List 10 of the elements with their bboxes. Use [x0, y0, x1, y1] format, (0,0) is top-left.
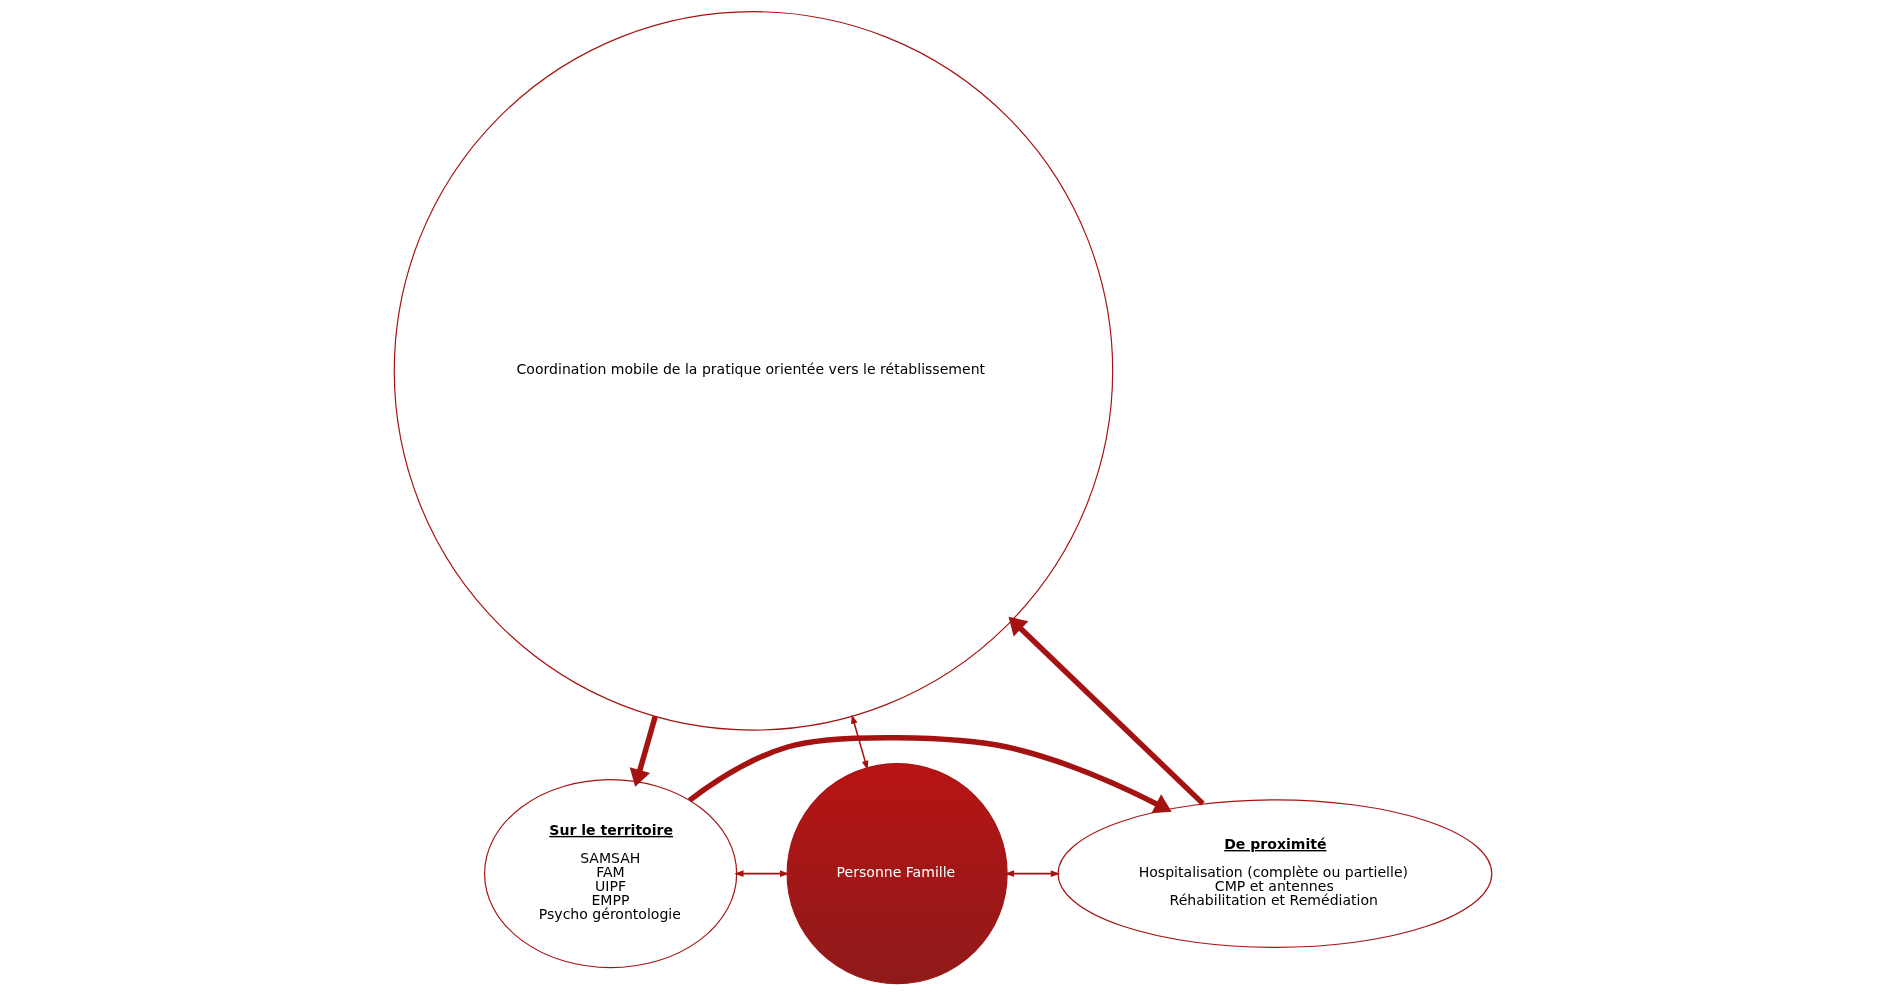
node-circle: Personne Famille — [786, 763, 1008, 985]
arrow — [1004, 870, 1060, 877]
arrow — [850, 714, 868, 771]
node-ellipse: De proximité Hospitalisation (complète ou partielle) CMP et antennes Réhabilitation et Remédiation — [1057, 799, 1492, 948]
node-ellipse: Sur le territoire SAMSAH FAM UIPF EMPP Psycho gérontologie — [483, 779, 737, 969]
arrow — [733, 870, 789, 877]
arrow — [687, 735, 1172, 814]
node-circle: Coordination mobile de la pratique orientée vers le rétablissement — [393, 11, 1113, 731]
arrow — [629, 715, 658, 787]
arrow — [1008, 616, 1205, 806]
